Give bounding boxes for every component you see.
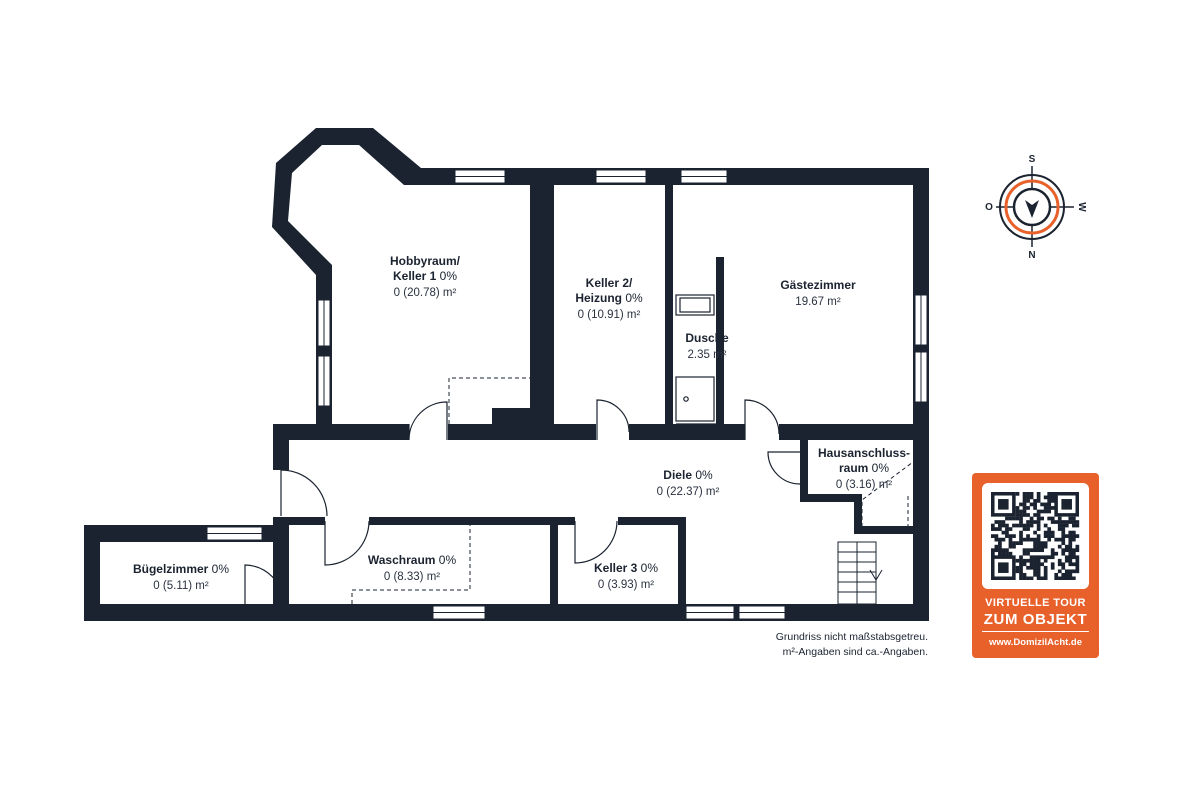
disclaimer: Grundriss nicht maßstabsgetreu. m²-Angab…	[740, 630, 928, 660]
sink	[675, 294, 715, 316]
windows	[206, 169, 928, 620]
door-keller2	[596, 399, 630, 440]
door-hausanschluss	[767, 451, 801, 485]
room-label-gaestezimmer: Gästezimmer 19.67 m²	[780, 278, 856, 308]
compass-label-right: W	[1076, 202, 1087, 212]
shower-tray	[675, 376, 715, 422]
wall-upper-keller2-gaeste	[629, 424, 745, 440]
compass-label-left: O	[985, 202, 993, 213]
room-label-keller2: Keller 2/ Heizung 0% 0 (10.91) m²	[575, 276, 643, 321]
wall-wasch-top-2	[369, 517, 575, 525]
buegel-left-wall	[84, 525, 100, 621]
disclaimer-line1: Grundriss nicht maßstabsgetreu.	[775, 631, 928, 643]
room-label-keller3: Keller 3 0% 0 (3.93) m²	[593, 561, 659, 591]
wall-upper-hobby-keller2	[448, 424, 596, 440]
door-keller3	[574, 520, 618, 564]
virtual-tour-card[interactable]: VIRTUELLE TOUR ZUM OBJEKT www.DomizilAch…	[972, 473, 1099, 658]
door-gaeste	[744, 399, 780, 440]
wall-dusche-right	[716, 257, 724, 440]
wall-keller3-top	[618, 517, 686, 525]
wall-stair-top	[854, 526, 929, 534]
room-label-buegelzimmer: Bügelzimmer 0% 0 (5.11) m²	[132, 562, 230, 592]
diele-left-vertical	[273, 424, 289, 470]
staircase	[837, 541, 883, 605]
compass-label-bottom: N	[1028, 250, 1035, 260]
wall-wasch-keller3	[550, 517, 558, 604]
compass-label-top: S	[1029, 154, 1036, 165]
door-diele-left	[280, 469, 328, 517]
wall-hausanschluss-bottom	[800, 494, 862, 502]
outer-wall-bottom	[84, 604, 929, 621]
door-waschraum	[324, 520, 370, 566]
compass-icon: S W N O	[985, 154, 1087, 260]
qr-code-frame	[982, 483, 1089, 589]
room-label-dusche: Dusche 2.35 m²	[685, 331, 729, 361]
wall-upper-left	[316, 424, 409, 440]
wall-keller3-right	[678, 517, 686, 604]
tour-divider	[982, 631, 1089, 632]
dusche-fixtures	[675, 294, 716, 425]
doors	[244, 399, 801, 605]
room-label-diele: Diele 0% 0 (22.37) m²	[656, 468, 720, 498]
room-label-hobbyraum: Hobbyraum/ Keller 1 0% 0 (20.78) m²	[389, 254, 461, 299]
window-center-lines	[207, 176, 922, 613]
wall-hausanschluss-inner	[854, 494, 862, 534]
qr-code-icon[interactable]	[991, 492, 1080, 580]
door-hobby	[408, 401, 448, 441]
room-label-hausanschluss: Hausanschluss- raum 0% 0 (3.16) m²	[817, 446, 911, 491]
door-buegel	[244, 564, 285, 605]
wall-hausanschluss-left	[800, 440, 808, 502]
disclaimer-line2: m²-Angaben sind ca.-Angaben.	[782, 646, 928, 658]
hobby-left-wall	[316, 265, 332, 440]
wall-wasch-top	[289, 517, 325, 525]
wall-keller2-gaeste	[665, 168, 673, 440]
outer-wall-hobby-bay	[272, 128, 421, 285]
tour-url-link[interactable]: www.DomizilAcht.de	[988, 637, 1083, 648]
tour-title-line1: VIRTUELLE TOUR	[985, 597, 1086, 609]
walls	[84, 128, 929, 621]
room-label-waschraum: Waschraum 0% 0 (8.33) m²	[367, 553, 457, 583]
wall-hobby-keller2	[530, 168, 554, 440]
wall-upper-right	[779, 424, 929, 440]
dashed-lines	[351, 377, 914, 604]
tour-title-line2: ZUM OBJEKT	[983, 611, 1088, 628]
